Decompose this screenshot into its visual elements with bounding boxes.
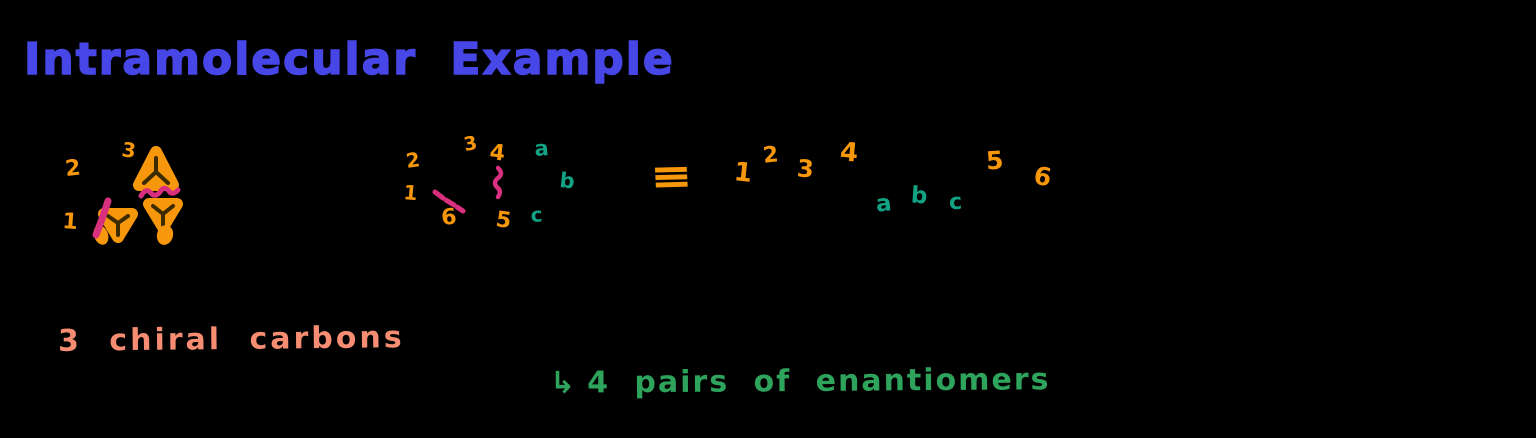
left-carbon-number-1: 1 [62, 209, 79, 235]
bond-lines-bottom-left [106, 214, 130, 237]
right-carbon-number-2: 2 [761, 142, 780, 169]
right-substituent-letter-c: c [948, 189, 963, 216]
chiral-carbons-caption: 3 chiral carbons [57, 320, 405, 359]
pink-squiggle-bond [138, 185, 181, 199]
middle-molecule-annotations: 2 1 3 4 6 5 a b c [403, 132, 576, 233]
left-carbon-number-3: 3 [120, 137, 137, 163]
page-title: Intramolecular Example [23, 33, 675, 86]
right-substituent-letter-b: b [910, 182, 929, 210]
left-carbon-number-2: 2 [64, 156, 82, 182]
pink-wedge-bond [92, 197, 112, 239]
mid-carbon-number-1: 1 [403, 180, 419, 205]
pink-dashed-bond [432, 189, 466, 214]
mid-carbon-number-4: 4 [488, 140, 506, 166]
mid-substituent-letter-b: b [558, 168, 575, 193]
right-carbon-number-5: 5 [985, 145, 1005, 176]
right-carbon-number-4: 4 [838, 137, 860, 169]
mid-carbon-number-3: 3 [462, 132, 479, 156]
left-molecule-annotations: 2 3 1 [62, 137, 183, 245]
pink-squiggle-bond-vertical [492, 165, 504, 200]
mid-carbon-number-6: 6 [440, 205, 458, 231]
right-carbon-number-1: 1 [732, 157, 754, 189]
right-substituent-letter-a: a [874, 190, 893, 218]
mid-substituent-letter-a: a [534, 136, 550, 161]
right-carbon-number-6: 6 [1031, 160, 1054, 193]
mid-substituent-letter-c: c [530, 202, 543, 227]
corner-arrow-icon: ↳ [549, 365, 578, 401]
equivalence-symbol: ≡ [649, 156, 693, 197]
enantiomers-footnote-text: 4 pairs of enantiomers [587, 362, 1051, 401]
mid-carbon-number-2: 2 [404, 147, 421, 173]
substituent-highlight-blob [156, 225, 174, 245]
enantiomers-footnote: ↳4 pairs of enantiomers [550, 362, 1051, 400]
bond-lines-top [142, 156, 170, 185]
bond-lines-middle [151, 204, 175, 227]
mid-carbon-number-5: 5 [494, 207, 513, 233]
right-carbon-number-3: 3 [796, 154, 815, 184]
